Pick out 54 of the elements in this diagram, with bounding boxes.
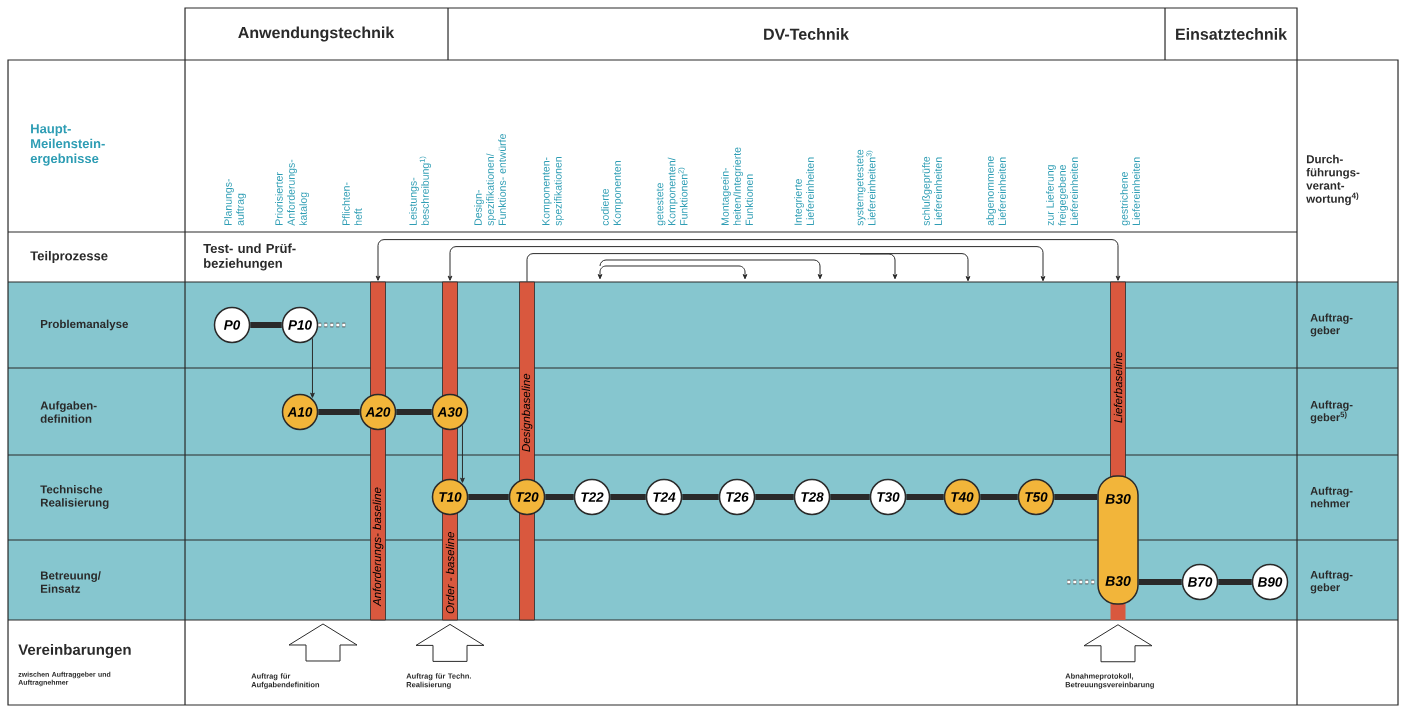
milestone-label: Montageein- heiten/Integrierte Funktionen bbox=[721, 147, 753, 226]
lane-label: Technische Realisierung bbox=[40, 485, 109, 509]
connector-line bbox=[250, 322, 282, 328]
connector-line bbox=[906, 494, 944, 500]
milestone-label: gestrichene Liefereinheiten bbox=[1120, 157, 1140, 226]
arrow bbox=[460, 424, 465, 483]
arrow bbox=[310, 337, 315, 398]
column-heading: DV-Technik bbox=[764, 28, 849, 40]
row-heading: Haupt- Meilenstein- ergebnisse bbox=[30, 124, 105, 166]
connector-line bbox=[1138, 579, 1182, 585]
connector-line bbox=[545, 494, 574, 500]
row-heading: Vereinbarungen bbox=[18, 643, 131, 658]
responsibility-label: Auftrag- geber bbox=[1310, 570, 1353, 594]
milestone-label: systemgetestete Liefereinheiten$^{3)}$ bbox=[856, 149, 876, 226]
connector-line bbox=[396, 409, 432, 415]
milestone-label: codierte Komponenten bbox=[601, 161, 623, 226]
milestone-label: schlußgeprüfte Liefereinheiten bbox=[922, 156, 942, 226]
section-heading: Test- und Prüf- beziehungen bbox=[203, 243, 296, 271]
baseline-bar: Lieferbaseline bbox=[1110, 281, 1126, 479]
connector-line bbox=[318, 409, 360, 415]
connector-line bbox=[980, 494, 1018, 500]
responsibility-label: Auftrag- nehmer bbox=[1310, 486, 1353, 508]
responsibility-label: Auftrag- geber$^{5)}$ bbox=[1310, 400, 1353, 424]
block-arrow bbox=[415, 623, 485, 662]
milestone-label: Leistungs- beschreibung$^{1)}$ bbox=[409, 156, 431, 226]
column-heading: Anwendungstechnik bbox=[238, 26, 395, 42]
milestone-label: Komponenten- spezifikationen bbox=[542, 157, 564, 226]
column-heading: Durch- führungs- verant- wortung$^{4)}$ bbox=[1306, 154, 1360, 206]
milestone-label: Pflichten- heft bbox=[342, 182, 362, 226]
milestone-capsule: B30 B30 bbox=[1097, 475, 1139, 605]
milestone-label: getestete Komponenten/ Funktionen$^{2)}$ bbox=[656, 157, 688, 226]
test-relation-arrow bbox=[526, 253, 971, 283]
milestone-label: Planungs- auftrag bbox=[224, 179, 246, 226]
test-relation-arrow bbox=[375, 239, 1121, 281]
row-heading: Teilprozesse bbox=[30, 250, 108, 264]
responsibility-label: Auftrag- geber bbox=[1310, 313, 1353, 337]
connector-line bbox=[610, 494, 646, 500]
milestone-label: Integrierte Liefereinheiten bbox=[794, 157, 814, 225]
connector-line bbox=[1054, 494, 1098, 500]
milestone-label: zur Lieferung freigegebene Liefereinheiten bbox=[1046, 157, 1078, 226]
block-arrow bbox=[1083, 624, 1153, 663]
connector-line bbox=[682, 494, 719, 500]
milestone-label: Design- spezifikationen/ Funktions- entwürfe bbox=[474, 134, 506, 226]
lane-label: Betreuung/ Einsatz bbox=[41, 571, 101, 593]
lane-label: Aufgaben- definition bbox=[40, 401, 97, 423]
lane-label: Problemanalyse bbox=[41, 319, 129, 331]
connector-line bbox=[830, 494, 870, 500]
test-relation-arrow bbox=[447, 246, 1046, 282]
milestone-label: Priorisierter Anforderungs- katalog bbox=[275, 159, 309, 226]
connector-line bbox=[1218, 579, 1252, 585]
column-heading: Einsatztechnik bbox=[1176, 28, 1288, 40]
connector-line bbox=[755, 494, 794, 500]
connector-line bbox=[468, 494, 509, 500]
milestone-label: abgenommene Liefereinheiten bbox=[986, 156, 1006, 226]
